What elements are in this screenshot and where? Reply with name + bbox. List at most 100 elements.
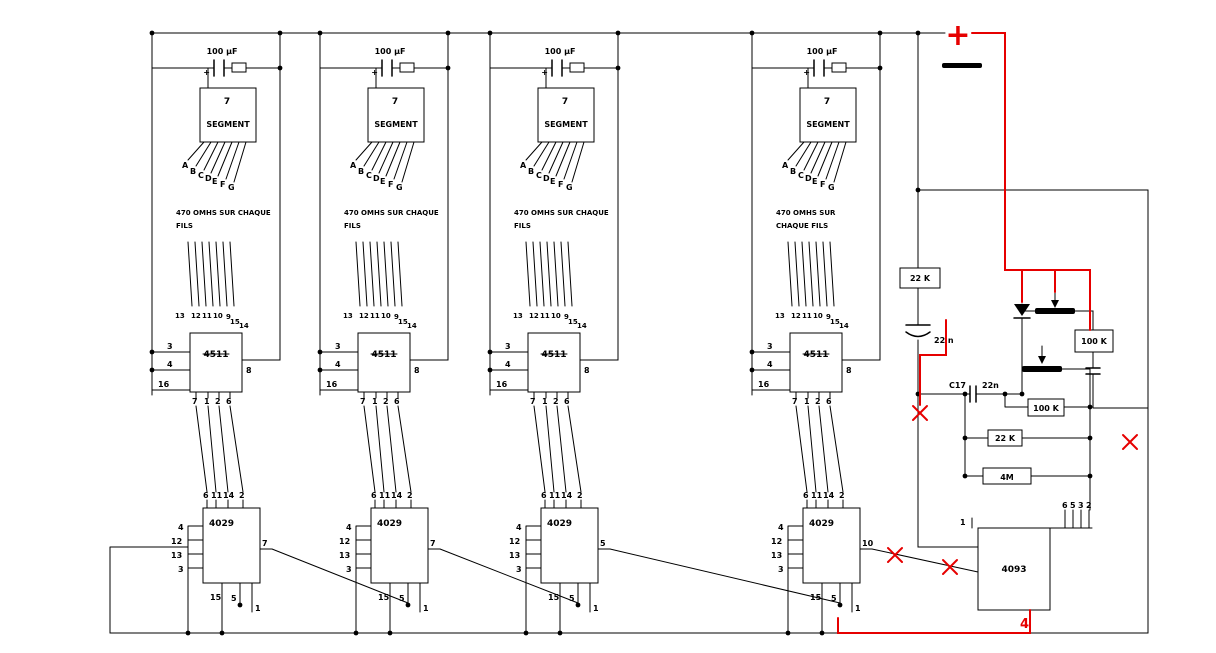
display-title-line1: 7 [224,97,230,107]
ic-pin-label: 2 [1086,501,1092,510]
segment-pin-number: 14 [239,322,249,330]
clock-net-label: 4 [1020,617,1029,632]
display-title-line2: SEGMENT [374,120,418,129]
segment-letter: E [812,177,817,186]
capacitor-plates [551,59,563,77]
segment-pin-number: 11 [802,312,812,320]
junction-dot [277,65,283,71]
junction-dot [523,630,529,636]
counter-pin-label: 14 [223,491,235,500]
segment-letter: F [388,180,393,189]
junction-dot [557,630,563,636]
segment-letter: A [782,161,789,170]
decoder-pin-label: 4 [767,360,773,369]
display-title-line1: 7 [392,97,398,107]
bcd-decoder-chip-box [789,332,843,393]
counter-chip-box [802,507,861,584]
counter-chip-box [202,507,261,584]
junction-dot [749,30,755,36]
junction-dot [1087,435,1093,441]
capacitor-polarity-label: + [203,68,210,77]
segment-pin-number: 15 [398,318,408,326]
switch-box [231,62,247,73]
segment-letter: C [198,171,204,180]
counter-pin-label: 3 [178,565,184,574]
counter-pin-label: 5 [831,594,837,603]
junction-dot [387,630,393,636]
carry-wire-stage1-2 [271,548,409,604]
digit-stage-3: 100 µF + 7 SEGMENT A B C D E F G 470 OMH… [487,30,621,636]
segment-fan-wires [187,141,247,183]
display-title-line2: SEGMENT [544,120,588,129]
switch-box [399,62,415,73]
junction-dot [837,602,843,608]
segment-pin-number: 9 [226,313,231,321]
junction-dot [1002,391,1008,397]
resistor-box-100k-mid [1027,398,1065,417]
segment-pin-number: 12 [191,312,201,320]
decoder-pin-label: 8 [246,366,252,375]
error-cross-icon [942,559,958,575]
capacitor-polarity-label: + [371,68,378,77]
junction-dot [785,630,791,636]
segment-letter: D [805,174,812,183]
ic-pin-label: 3 [1078,501,1084,510]
nand-ic-label: 4093 [1001,565,1026,575]
decoder-pin-label: 6 [226,397,232,406]
resistor-value-label: 22 K [910,274,931,283]
decoder-pin-label: 3 [167,342,173,351]
electrolytic-capacitor [905,324,931,338]
junction-dot [317,349,323,355]
counter-chip-box [370,507,429,584]
junction-dot [915,30,921,36]
counter-pin-label: 5 [569,594,575,603]
decoder-pin-label: 2 [553,397,559,406]
decoder-pin-label: 2 [215,397,221,406]
counter-pin-label: 14 [561,491,573,500]
counter-pin-label: 15 [810,593,822,602]
decoder-bottom-wires [795,391,844,509]
counter-pin-label: 13 [509,551,520,560]
segment-pin-number: 12 [529,312,539,320]
error-cross-icon [1122,434,1138,450]
decoder-pin-label: 3 [505,342,511,351]
counter-pin-label: 11 [811,491,823,500]
positive-supply-red-wire [971,32,1091,331]
junction-dot [962,435,968,441]
counter-pin-label: 3 [346,565,352,574]
display-title-line1: 7 [562,97,568,107]
junction-dot [749,367,755,373]
display-title-line2: SEGMENT [206,120,250,129]
error-cross-icon [912,405,928,421]
film-capacitor-c17 [969,385,977,403]
segment-fan-wires [355,141,415,183]
resistor-note-line1: 470 OMHS SUR [776,209,836,217]
counter-pin-label: 4 [346,523,352,532]
oscillator-section: 22 K 22 n C17 22n 100 K 100 K 22 K 4M 40… [899,30,1149,611]
segment-pin-number: 10 [213,312,223,320]
segment-pin-number: 9 [826,313,831,321]
counter-pin-label: 4 [516,523,522,532]
decoder-pin-label: 7 [192,397,198,406]
capacitor-polarity-label: + [803,68,810,77]
segment-pin-number: 14 [839,322,849,330]
segment-pin-number: 15 [568,318,578,326]
segment-letter: G [828,183,835,192]
capacitor-value-label: 100 µF [807,47,838,56]
segment-letter: E [550,177,555,186]
segment-letter: G [566,183,573,192]
counter-side-wires [355,525,441,634]
segment-pin-number: 11 [202,312,212,320]
resistor-value-label: 100 K [1081,337,1107,346]
junction-dot [149,367,155,373]
resistor-box-22k-low [987,429,1023,447]
segment-letter: C [366,171,372,180]
segment-letter: C [536,171,542,180]
counter-pin-label: 4 [178,523,184,532]
counter-side-wires [787,525,873,634]
decoder-pin-label: 6 [564,397,570,406]
carry-wire-stage3-4 [609,548,841,604]
counter-pin-label: 13 [339,551,350,560]
